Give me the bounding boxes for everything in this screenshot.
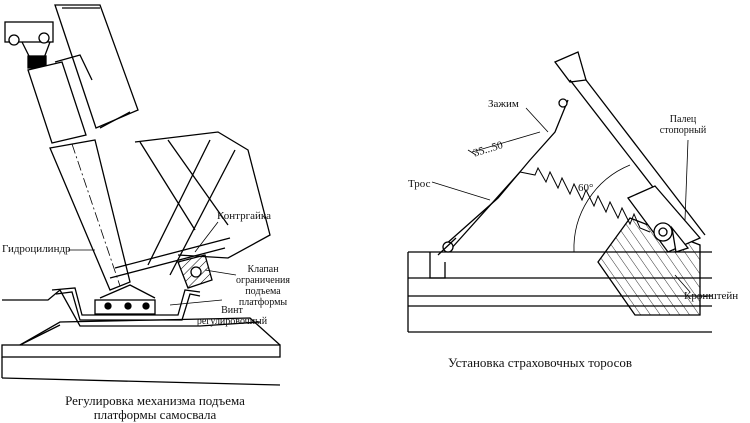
left-caption-line2: платформы самосвала — [93, 407, 217, 423]
label-pin-line2: стопорный — [659, 125, 707, 136]
platform-frame — [109, 131, 271, 279]
label-locknut: Контргайка — [217, 210, 271, 222]
hydraulic-cylinder-body — [49, 139, 131, 291]
lower-bracket — [51, 284, 201, 321]
label-screw-line2: регулировочный — [196, 316, 268, 327]
safety-spring — [519, 166, 651, 233]
right-caption: Установка страховочных торосов — [447, 355, 633, 370]
right-figure — [407, 51, 712, 333]
label-valve-line3: подъема — [245, 286, 281, 297]
label-cable: Трос — [408, 178, 431, 190]
label-valve-line2: ограничения — [235, 275, 290, 286]
label-bracket: Кронштейн — [684, 290, 739, 302]
safety-cable — [437, 98, 569, 256]
label-locking-pin: Палец стопорный — [652, 114, 714, 136]
label-valve-line4: платформы — [238, 297, 288, 308]
lifted-platform — [553, 51, 706, 236]
angle-arc — [573, 164, 631, 253]
label-clamp: Зажим — [488, 98, 519, 110]
cylinder-upper-segment — [27, 54, 93, 144]
leader-lines — [68, 221, 237, 306]
label-pin-line1: Палец — [669, 114, 697, 125]
left-caption: Регулировка механизма подъема платформы … — [50, 393, 260, 423]
left-figure — [1, 4, 281, 386]
label-valve-line1: Клапан — [247, 264, 279, 275]
chassis-frame — [1, 288, 281, 386]
label-adjusting-screw: Винт регулировочный — [192, 305, 272, 327]
bracket-hinge — [597, 185, 702, 316]
dimension-line — [467, 131, 541, 156]
label-valve: Клапан ограничения подъема платформы — [234, 264, 292, 308]
top-mount — [4, 21, 54, 69]
limit-valve — [177, 254, 213, 289]
label-hydraulic-cylinder: Гидроцилиндр — [2, 243, 71, 255]
right-leader-lines — [431, 107, 691, 293]
dump-body-upper — [54, 4, 139, 129]
label-angle: 60° — [578, 182, 594, 194]
label-screw-line1: Винт — [221, 305, 243, 316]
left-caption-line1: Регулировка механизма подъема — [65, 393, 245, 408]
